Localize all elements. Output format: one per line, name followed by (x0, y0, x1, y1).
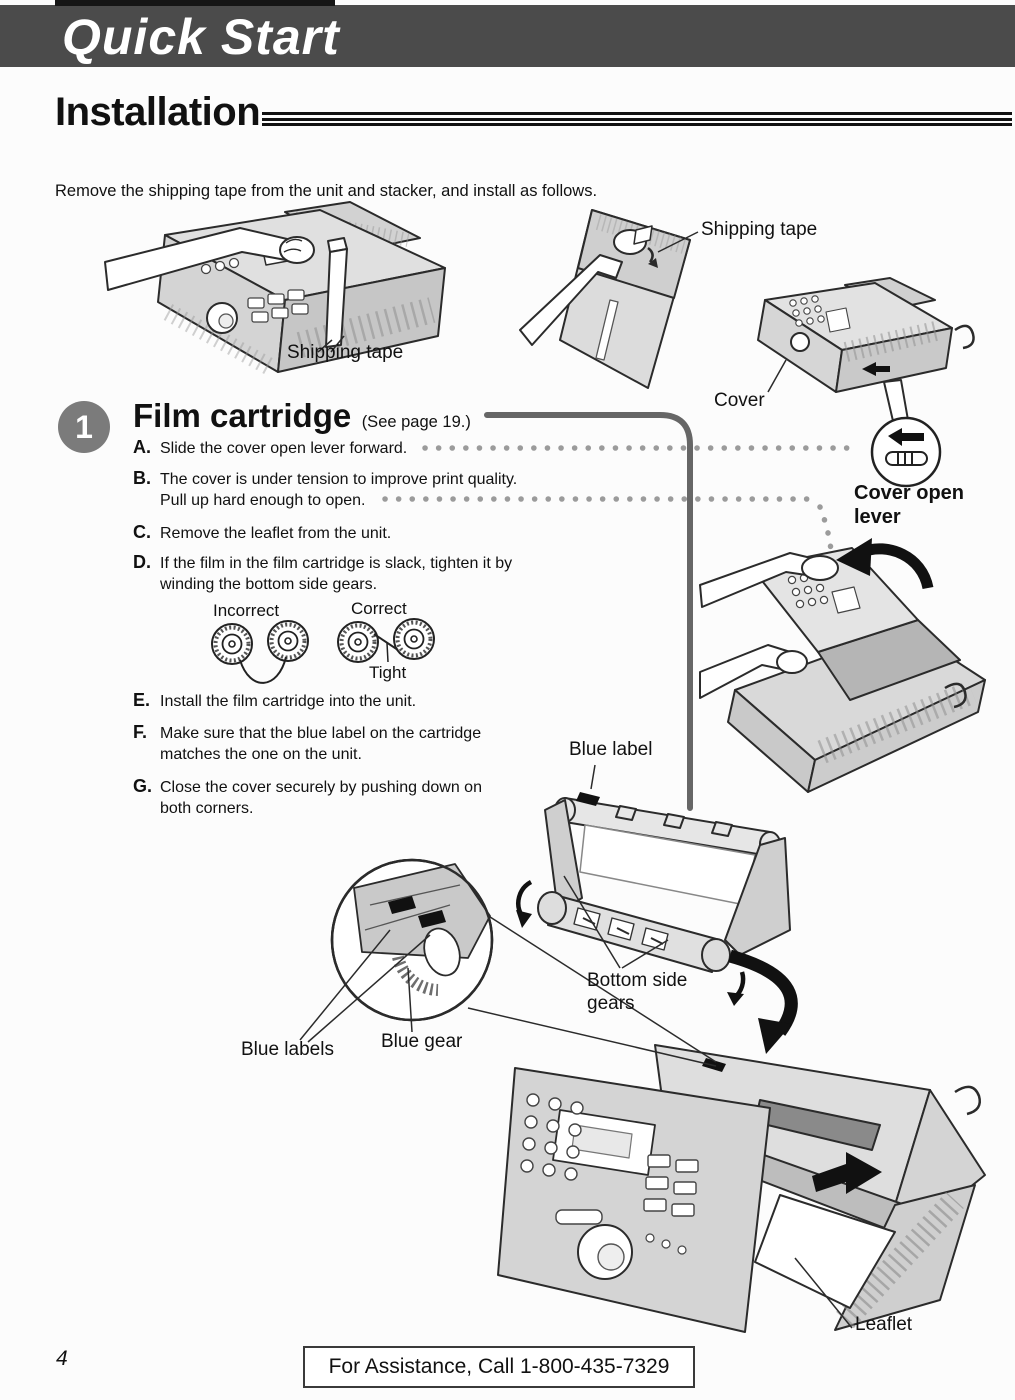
blue-label-label: Blue label (569, 739, 653, 760)
film-cartridge-illustration (516, 764, 791, 1006)
banner-top-strip (55, 0, 335, 6)
substep-letter: G. (133, 776, 153, 796)
substep-text: Remove the leaflet from the unit. (160, 525, 392, 542)
substep-text: Close the cover securely by pushing down… (160, 779, 482, 796)
step-number-badge: 1 (58, 401, 110, 453)
substep-text-line2: winding the bottom side gears. (160, 576, 378, 593)
cover-machine-illustration (757, 277, 975, 422)
correct-label: Correct (351, 599, 407, 618)
substep-text-line2: Pull up hard enough to open. (160, 492, 366, 509)
substep-text-line2: both corners. (160, 800, 254, 817)
lever-icon (885, 451, 928, 466)
cover-open-lever-callout (870, 416, 942, 488)
assistance-footer: For Assistance, Call 1-800-435-7329 (303, 1346, 695, 1388)
substep-letter: D. (133, 552, 151, 572)
shipping-tape-right-label: Shipping tape (701, 219, 818, 240)
substep-d: D. If the film in the film cartridge is s… (133, 552, 512, 595)
blue-labels-label: Blue labels (241, 1039, 334, 1060)
step-b-dotted-line (382, 496, 834, 553)
substep-text: Make sure that the blue label on the car… (160, 725, 482, 742)
substep-c: C. Remove the leaflet from the unit. (133, 522, 391, 544)
substep-letter: B. (133, 468, 151, 488)
step-page-ref: (See page 19.) (361, 413, 471, 431)
stacker-shipping-tape-illustration (519, 209, 699, 389)
substep-b: B. The cover is under tension to improve … (133, 468, 517, 511)
substep-letter: A. (133, 437, 151, 457)
incorrect-gears-diagram (211, 620, 309, 684)
substep-letter: F. (133, 722, 148, 742)
triple-rule (262, 112, 1012, 129)
bottom-side-gears-label: Bottom side gears (587, 970, 688, 1014)
intro-text: Remove the shipping tape from the unit a… (55, 181, 598, 200)
install-direction-arrow (728, 949, 798, 1054)
quick-start-banner (0, 5, 1015, 67)
substep-text: The cover is under tension to improve pr… (160, 471, 518, 488)
substep-a: A. Slide the cover open lever forward. (133, 437, 407, 459)
substep-text: Slide the cover open lever forward. (160, 440, 408, 457)
shipping-tape-left-label: Shipping tape (287, 342, 404, 363)
leaflet-label: Leaflet (855, 1314, 913, 1335)
substep-letter: E. (133, 690, 151, 710)
step-number: 1 (75, 409, 93, 445)
open-cover-hands-illustration (699, 538, 986, 793)
substep-text-line2: matches the one on the unit. (160, 746, 362, 763)
substep-text: If the film in the film cartridge is sla… (160, 555, 513, 572)
blue-gear-label: Blue gear (381, 1031, 463, 1052)
incorrect-label: Incorrect (213, 601, 280, 620)
install-cartridge-machine-illustration (497, 1044, 986, 1333)
section-title: Installation (55, 90, 261, 134)
correct-gears-diagram (337, 618, 435, 663)
cover-open-lever-label: Cover open lever (854, 482, 965, 528)
step-title: Film cartridge (See page 19.) (133, 397, 471, 435)
substep-g: G. Close the cover securely by pushing do… (133, 776, 482, 819)
substep-f: F. Make sure that the blue label on the c… (133, 722, 481, 765)
machine-shipping-tape-illustration (104, 201, 446, 376)
substep-letter: C. (133, 522, 151, 542)
banner-title: Quick Start (62, 9, 340, 65)
tight-label: Tight (369, 663, 407, 682)
page-number: 4 (56, 1347, 68, 1370)
step-connector-line (484, 412, 693, 811)
substep-text: Install the film cartridge into the unit… (160, 693, 417, 710)
step-title-text: Film cartridge (133, 397, 352, 434)
substep-e: E. Install the film cartridge into the un… (133, 690, 416, 712)
cover-label: Cover (714, 390, 765, 411)
magnifier-blue-gear-illustration (299, 858, 717, 1067)
left-arrow-icon (888, 428, 924, 446)
